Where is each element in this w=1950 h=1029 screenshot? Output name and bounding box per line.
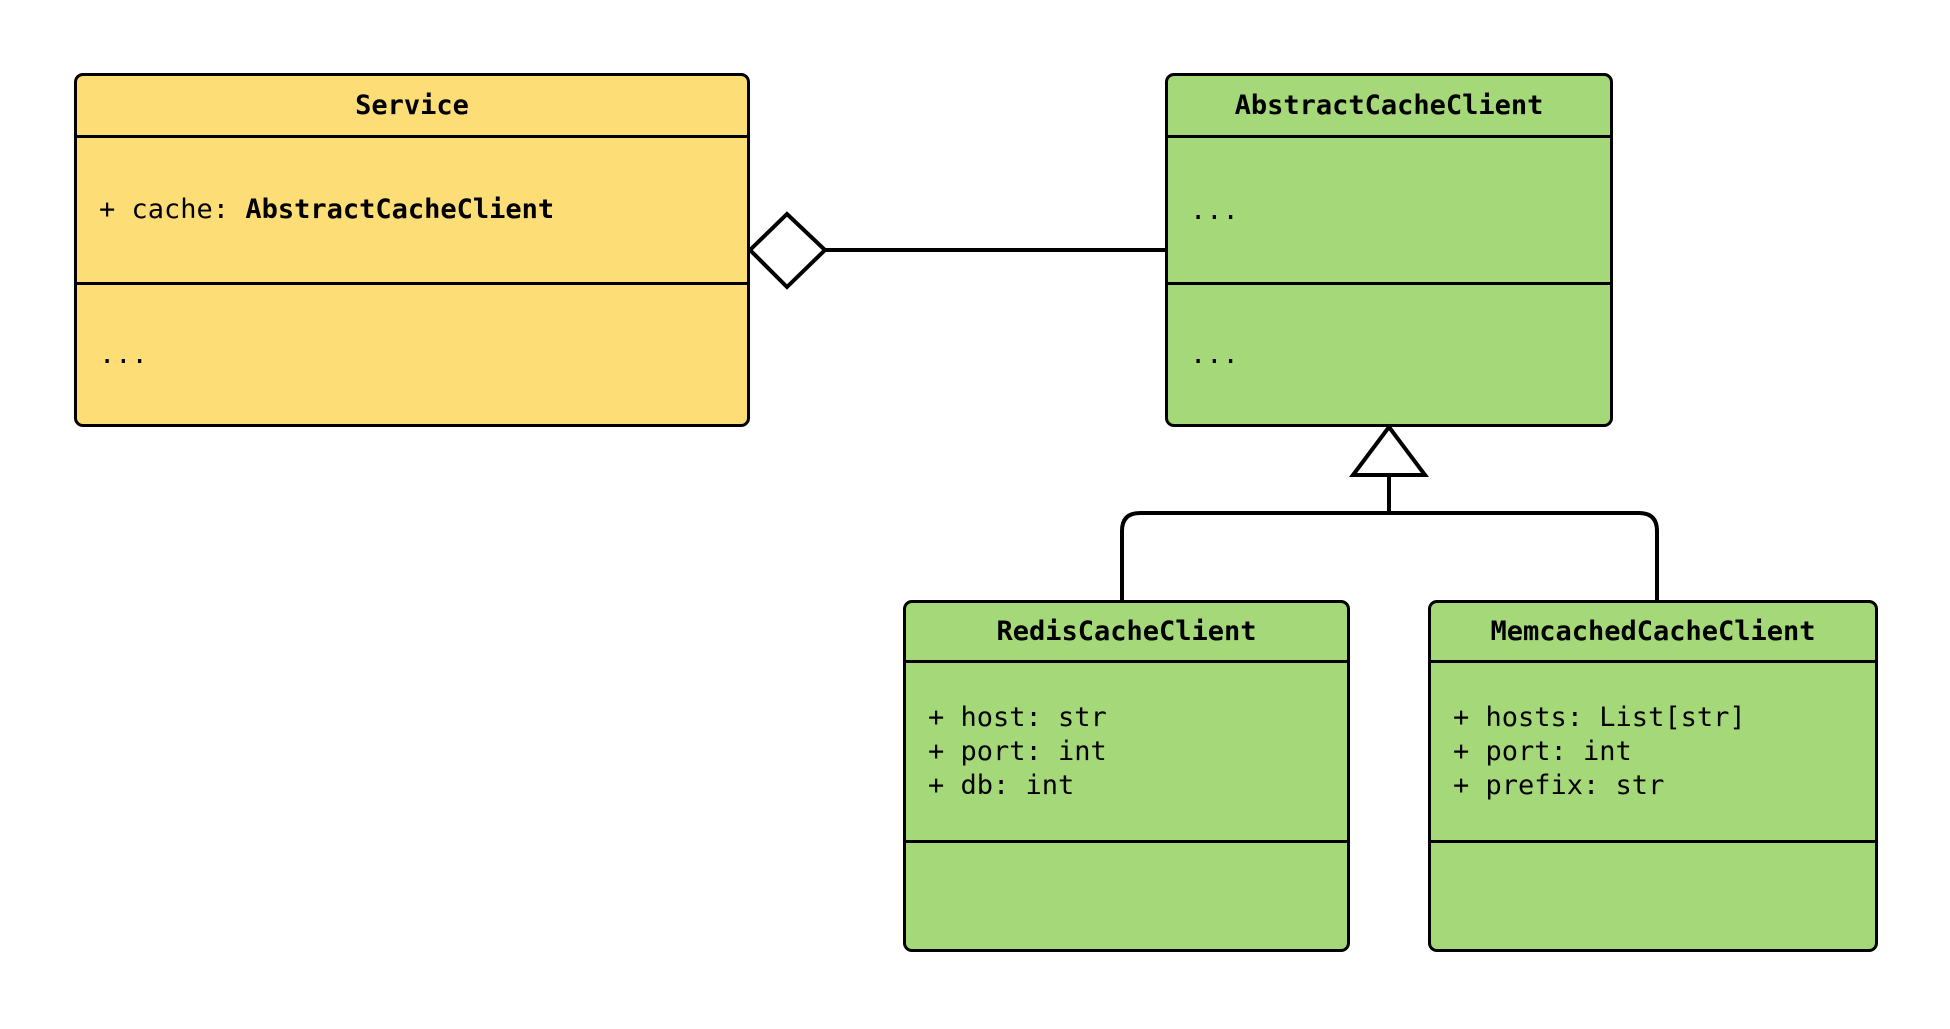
class-name-abstract-cache-client: AbstractCacheClient [1234, 90, 1544, 121]
attributes-ellipsis-abstract-cache-client: ... [1190, 194, 1239, 226]
class-title-compartment-redis-cache-client: RedisCacheClient [906, 603, 1347, 660]
attribute-row: + host: str [928, 701, 1107, 733]
class-box-redis-cache-client[interactable]: RedisCacheClient + host: str + port: int… [903, 600, 1350, 952]
relationship-generalization-tree[interactable] [1120, 423, 1659, 600]
methods-ellipsis-service: ... [99, 339, 148, 370]
relationship-aggregation-service-abstract-cache-client[interactable] [747, 211, 1165, 290]
methods-ellipsis-abstract-cache-client: ... [1190, 339, 1239, 370]
class-methods-compartment-memcached-cache-client [1431, 840, 1875, 949]
attribute-row: + cache: AbstractCacheClient [99, 193, 747, 227]
attribute-row: + port: int [928, 735, 1107, 767]
generalization-branch-memcached [1389, 511, 1659, 600]
class-attributes-compartment-service: + cache: AbstractCacheClient [77, 135, 747, 282]
attribute-row: + prefix: str [1453, 769, 1665, 801]
class-name-memcached-cache-client: MemcachedCacheClient [1490, 616, 1816, 647]
attribute-row: + port: int [1453, 735, 1632, 767]
class-name-service: Service [355, 90, 469, 121]
class-box-memcached-cache-client[interactable]: MemcachedCacheClient + hosts: List[str] … [1428, 600, 1878, 952]
attribute-row: + db: int [928, 769, 1075, 801]
attribute-list-memcached-cache-client: + hosts: List[str] + port: int + prefix:… [1431, 663, 1875, 840]
class-attributes-compartment-redis-cache-client: + host: str + port: int + db: int [906, 660, 1347, 840]
class-attributes-compartment-abstract-cache-client: ... [1168, 135, 1610, 282]
attribute-list-redis-cache-client: + host: str + port: int + db: int [906, 663, 1347, 840]
attribute-list-service: + cache: AbstractCacheClient [77, 138, 747, 282]
class-methods-compartment-abstract-cache-client: ... [1168, 282, 1610, 424]
attribute-row: + hosts: List[str] [1453, 701, 1746, 733]
hollow-diamond-icon [747, 211, 828, 290]
class-name-redis-cache-client: RedisCacheClient [996, 616, 1257, 647]
attribute-label-cache: + cache: [99, 194, 246, 225]
attribute-type-cache: AbstractCacheClient [245, 194, 555, 225]
class-title-compartment-memcached-cache-client: MemcachedCacheClient [1431, 603, 1875, 660]
class-box-abstract-cache-client[interactable]: AbstractCacheClient ... ... [1165, 73, 1613, 427]
class-methods-compartment-redis-cache-client [906, 840, 1347, 949]
generalization-branch-redis [1120, 511, 1389, 600]
class-attributes-compartment-memcached-cache-client: + hosts: List[str] + port: int + prefix:… [1431, 660, 1875, 840]
class-methods-compartment-service: ... [77, 282, 747, 424]
class-title-compartment-service: Service [77, 76, 747, 135]
class-title-compartment-abstract-cache-client: AbstractCacheClient [1168, 76, 1610, 135]
class-box-service[interactable]: Service + cache: AbstractCacheClient ... [74, 73, 750, 427]
hollow-triangle-icon [1349, 423, 1429, 477]
